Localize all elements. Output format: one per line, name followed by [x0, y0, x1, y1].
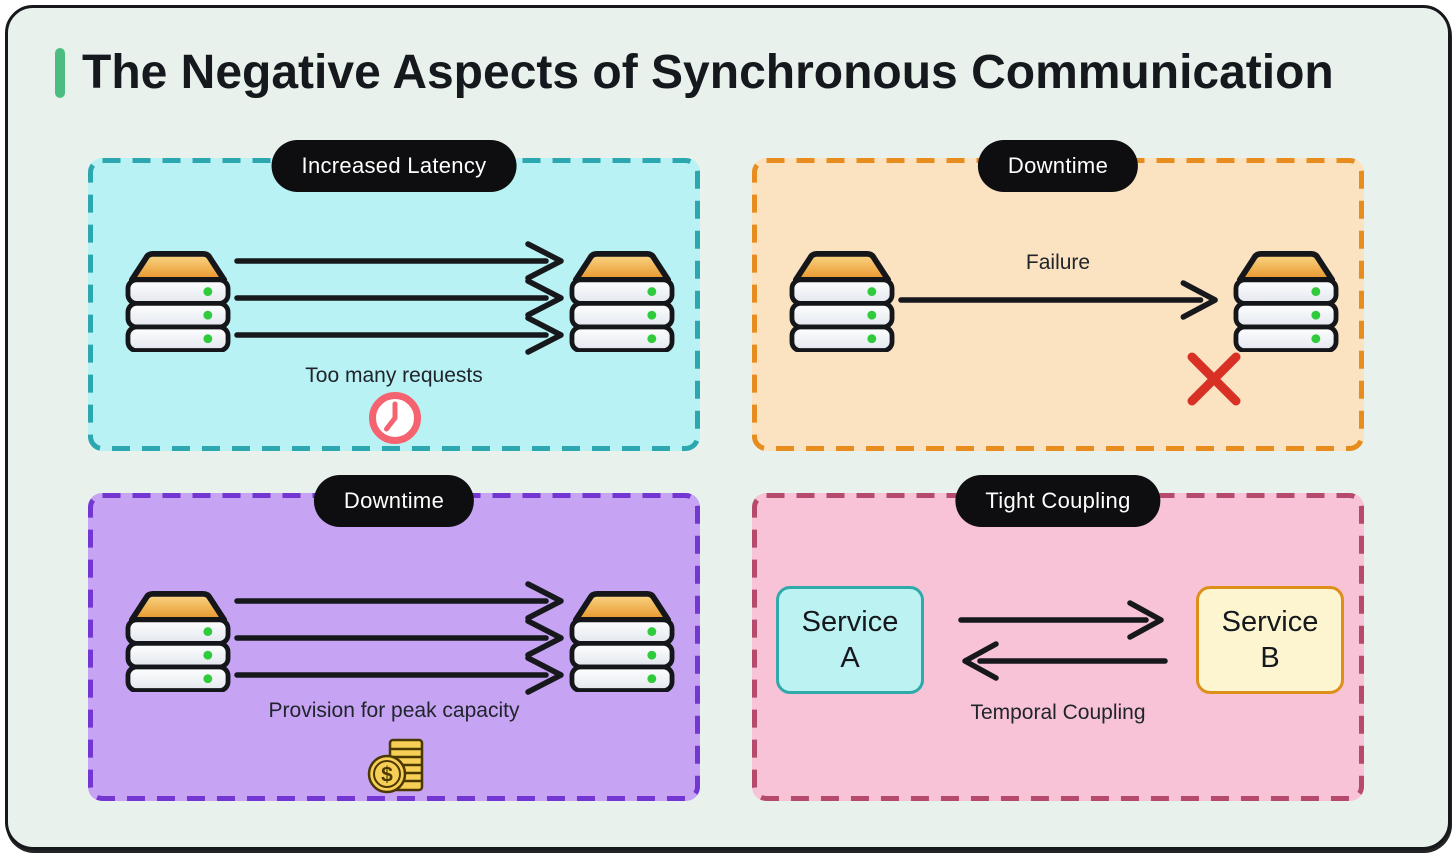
- panel-caption: Provision for peak capacity: [268, 699, 520, 722]
- service-b-box: Service B: [1196, 586, 1344, 694]
- server-stack-icon: [124, 590, 232, 692]
- service-a-label: Service A: [801, 605, 899, 674]
- panel-increased-latency: Increased Latency Too many requests: [88, 140, 700, 451]
- panel-tight-coupling: Tight Coupling Service A Service B Tempo…: [752, 475, 1364, 801]
- request-arrow-icon: [898, 278, 1222, 322]
- panel-label-pill: Downtime: [977, 140, 1139, 192]
- request-arrow-icon: [234, 313, 568, 357]
- panel-caption: Too many requests: [305, 364, 483, 387]
- server-stack-icon: [568, 590, 676, 692]
- coins-icon: $: [367, 738, 424, 794]
- server-stack-icon: [124, 250, 232, 352]
- service-a-box: Service A: [776, 586, 924, 694]
- panel-label-pill: Increased Latency: [271, 140, 517, 192]
- service-b-label: Service B: [1221, 605, 1319, 674]
- panel-label-pill: Downtime: [313, 475, 475, 527]
- panel-caption: Temporal Coupling: [970, 701, 1146, 724]
- page-title: The Negative Aspects of Synchronous Comm…: [82, 46, 1334, 99]
- panel-downtime-failure: Downtime Failure: [752, 140, 1364, 451]
- panel-downtime-capacity: Downtime Provision for peak capacity $: [88, 475, 700, 801]
- svg-text:$: $: [381, 764, 393, 787]
- response-arrow-icon: [958, 639, 1168, 683]
- call-arrow-icon: [958, 598, 1168, 642]
- panel-label-pill: Tight Coupling: [955, 475, 1161, 527]
- infographic-frame: The Negative Aspects of Synchronous Comm…: [5, 5, 1451, 850]
- clock-icon: [369, 392, 421, 444]
- title-accent-bar: [55, 48, 65, 98]
- server-stack-icon: [568, 250, 676, 352]
- title-row: The Negative Aspects of Synchronous Comm…: [55, 46, 1334, 100]
- x-mark-icon: [1187, 352, 1241, 406]
- panel-caption: Failure: [1025, 251, 1091, 274]
- request-arrow-icon: [234, 653, 568, 697]
